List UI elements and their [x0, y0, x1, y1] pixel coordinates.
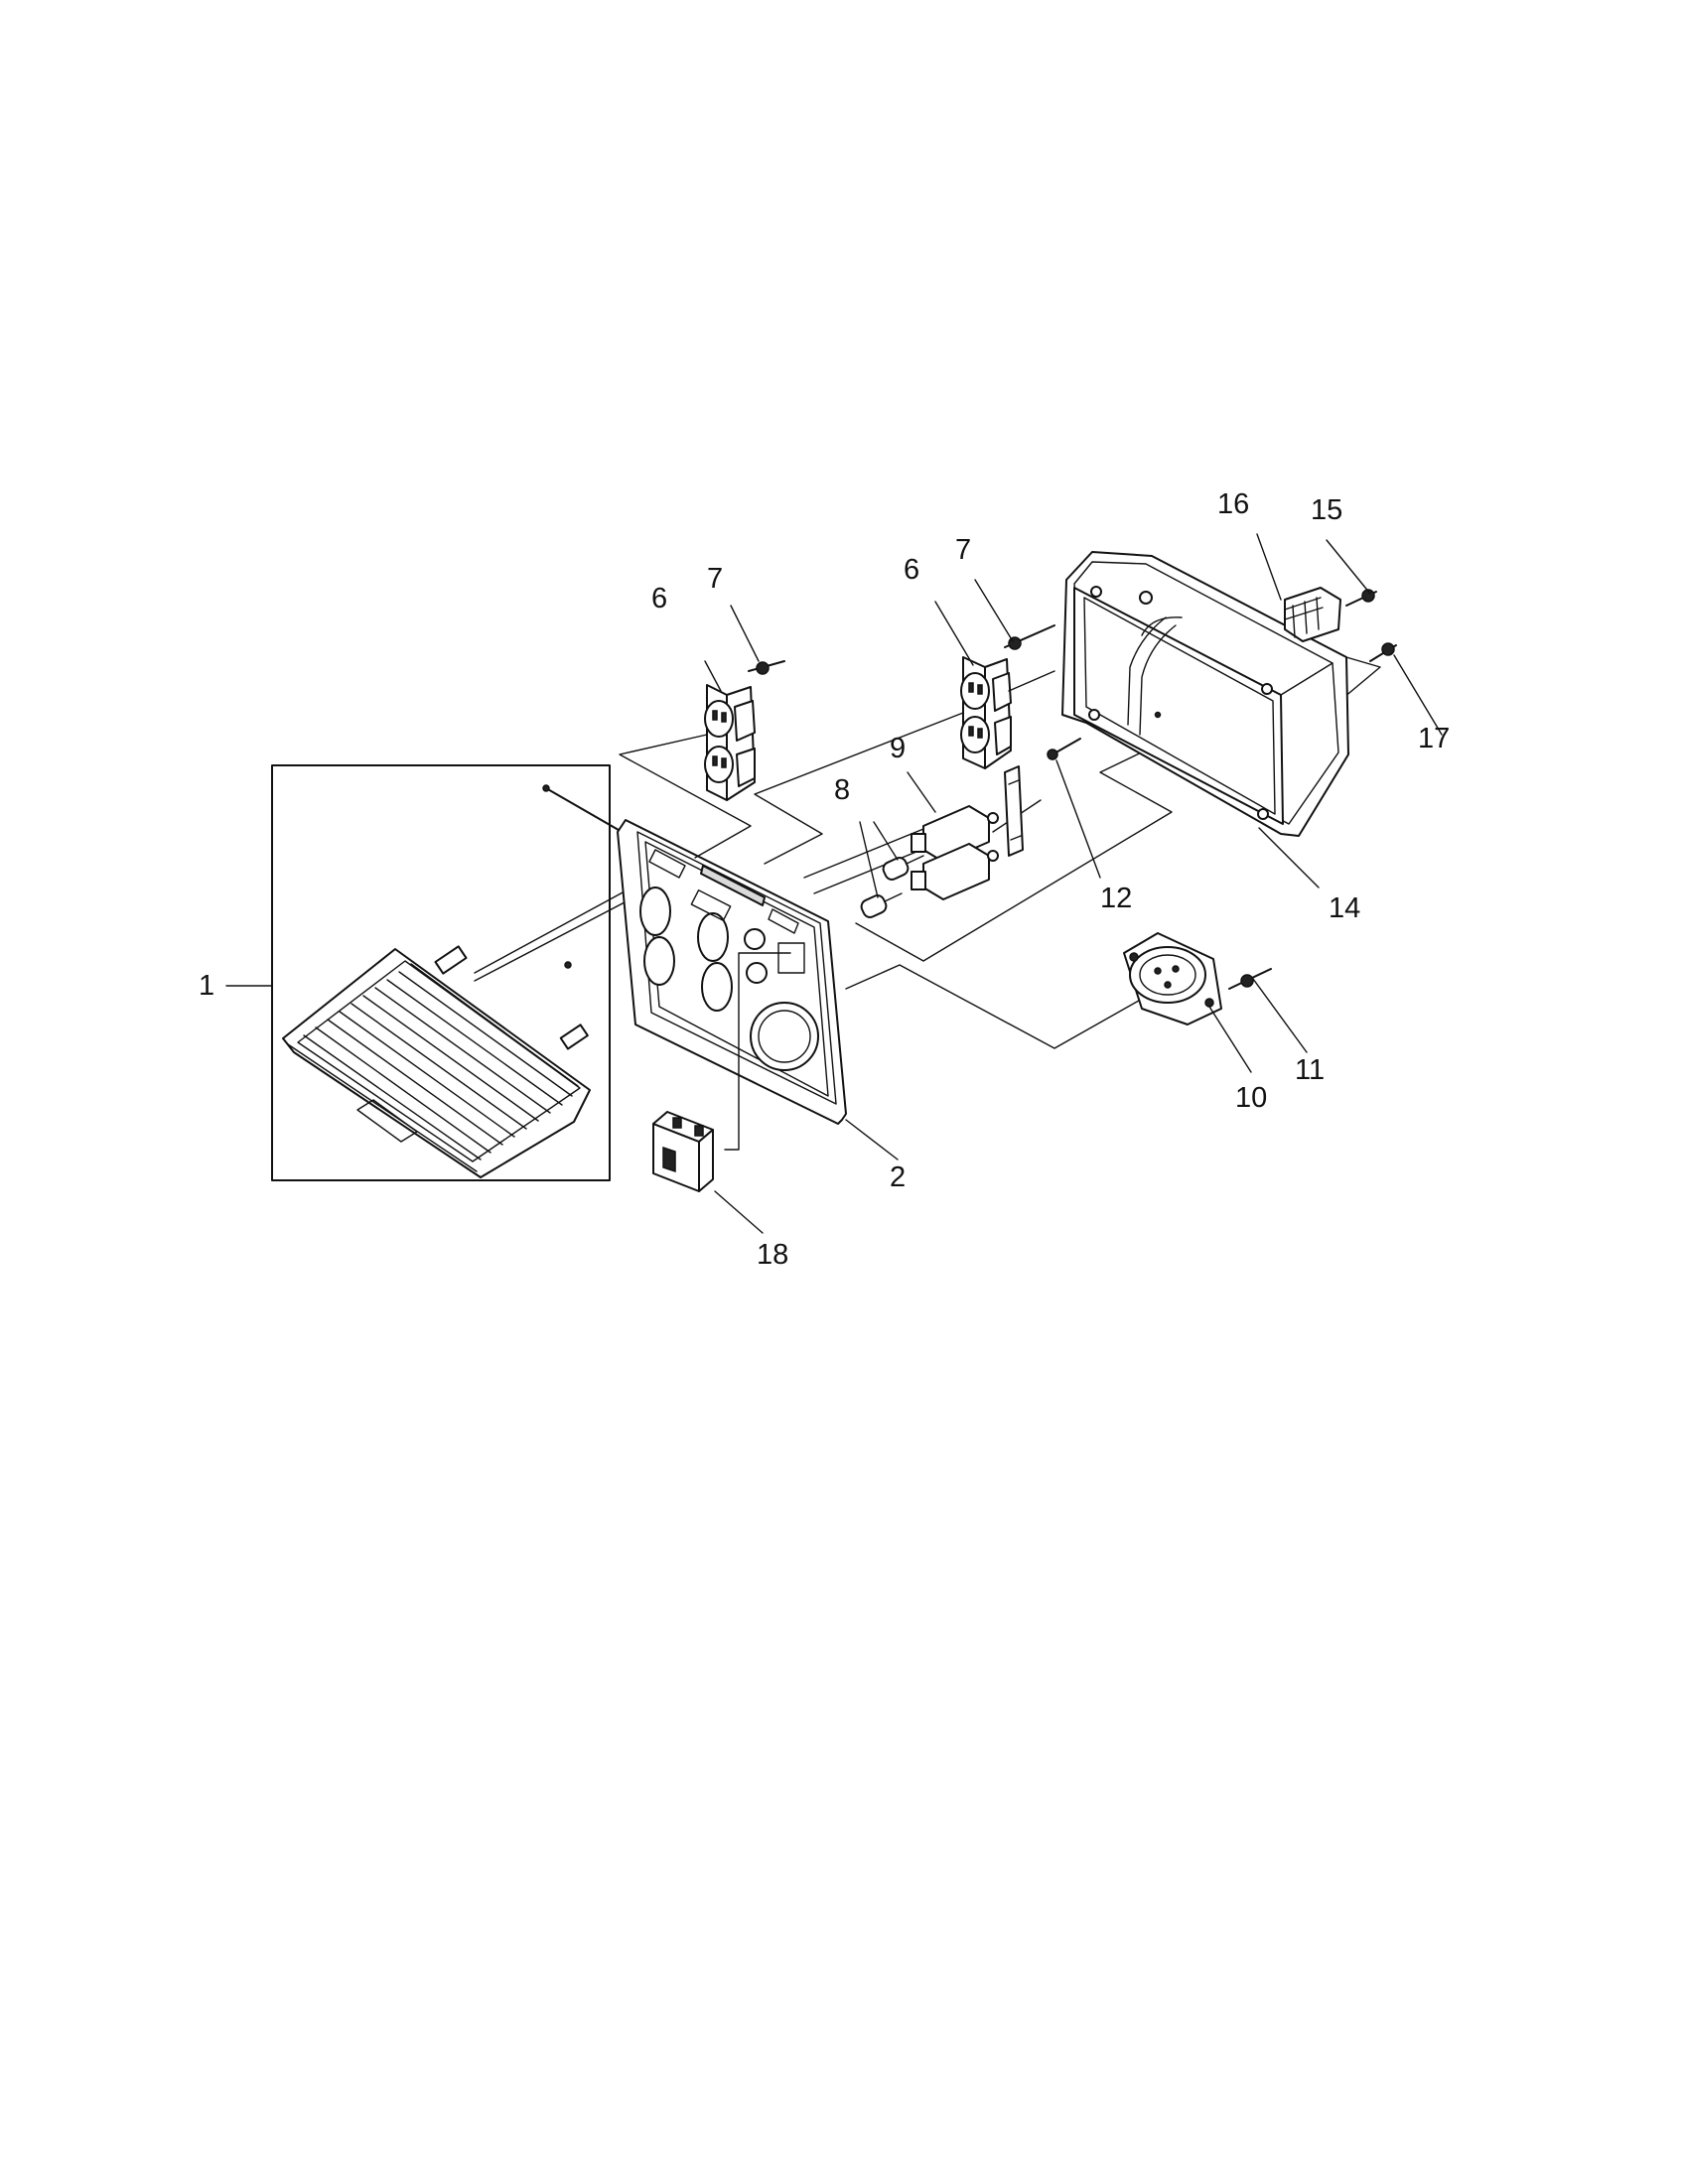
callout-8: 8	[834, 774, 850, 806]
callout-labels: 1 2 6 7 6 7 8 9 10 11 12 14 15 16 17 18	[199, 488, 1450, 1271]
twist-lock-receptacle	[1123, 932, 1272, 1025]
callout-12: 12	[1100, 883, 1132, 914]
callout-6-right: 6	[904, 554, 919, 586]
callout-9: 9	[890, 733, 906, 764]
indicator-lamps	[860, 855, 924, 918]
callout-16: 16	[1217, 488, 1249, 520]
cover-screw-head	[542, 784, 550, 792]
front-panel	[617, 819, 847, 1125]
inset-frame	[271, 764, 611, 1181]
callout-7-right: 7	[955, 534, 971, 566]
callout-11: 11	[1295, 1054, 1325, 1086]
panel-breaker-hole-1	[744, 928, 766, 950]
callout-10: 10	[1235, 1082, 1267, 1114]
callout-17: 17	[1418, 723, 1450, 754]
callout-7-left: 7	[707, 563, 723, 595]
circuit-breakers	[911, 805, 999, 900]
duplex-receptacle-right	[960, 624, 1055, 769]
panel-outlet-openings	[639, 887, 733, 1012]
callout-6-left: 6	[651, 583, 667, 614]
duplex-receptacle-left	[704, 660, 785, 801]
callout-15: 15	[1311, 494, 1342, 526]
cover-assembly-inset	[271, 764, 688, 1181]
rear-housing-box	[1061, 551, 1349, 837]
panel-switch-opening	[777, 942, 805, 974]
screws	[1345, 589, 1397, 662]
callout-1: 1	[199, 970, 214, 1002]
leader-lines	[225, 533, 1443, 1234]
panel-breaker-hole-2	[746, 962, 768, 984]
hinged-cover	[282, 945, 591, 1178]
connector-block	[1284, 587, 1341, 642]
callout-18: 18	[757, 1239, 788, 1271]
rocker-switch	[652, 952, 791, 1192]
terminal-strip	[1004, 738, 1081, 857]
panel-twistlock-opening	[750, 1002, 819, 1071]
callout-2: 2	[890, 1161, 906, 1193]
callout-14: 14	[1329, 892, 1360, 924]
cover-pin	[564, 961, 572, 969]
